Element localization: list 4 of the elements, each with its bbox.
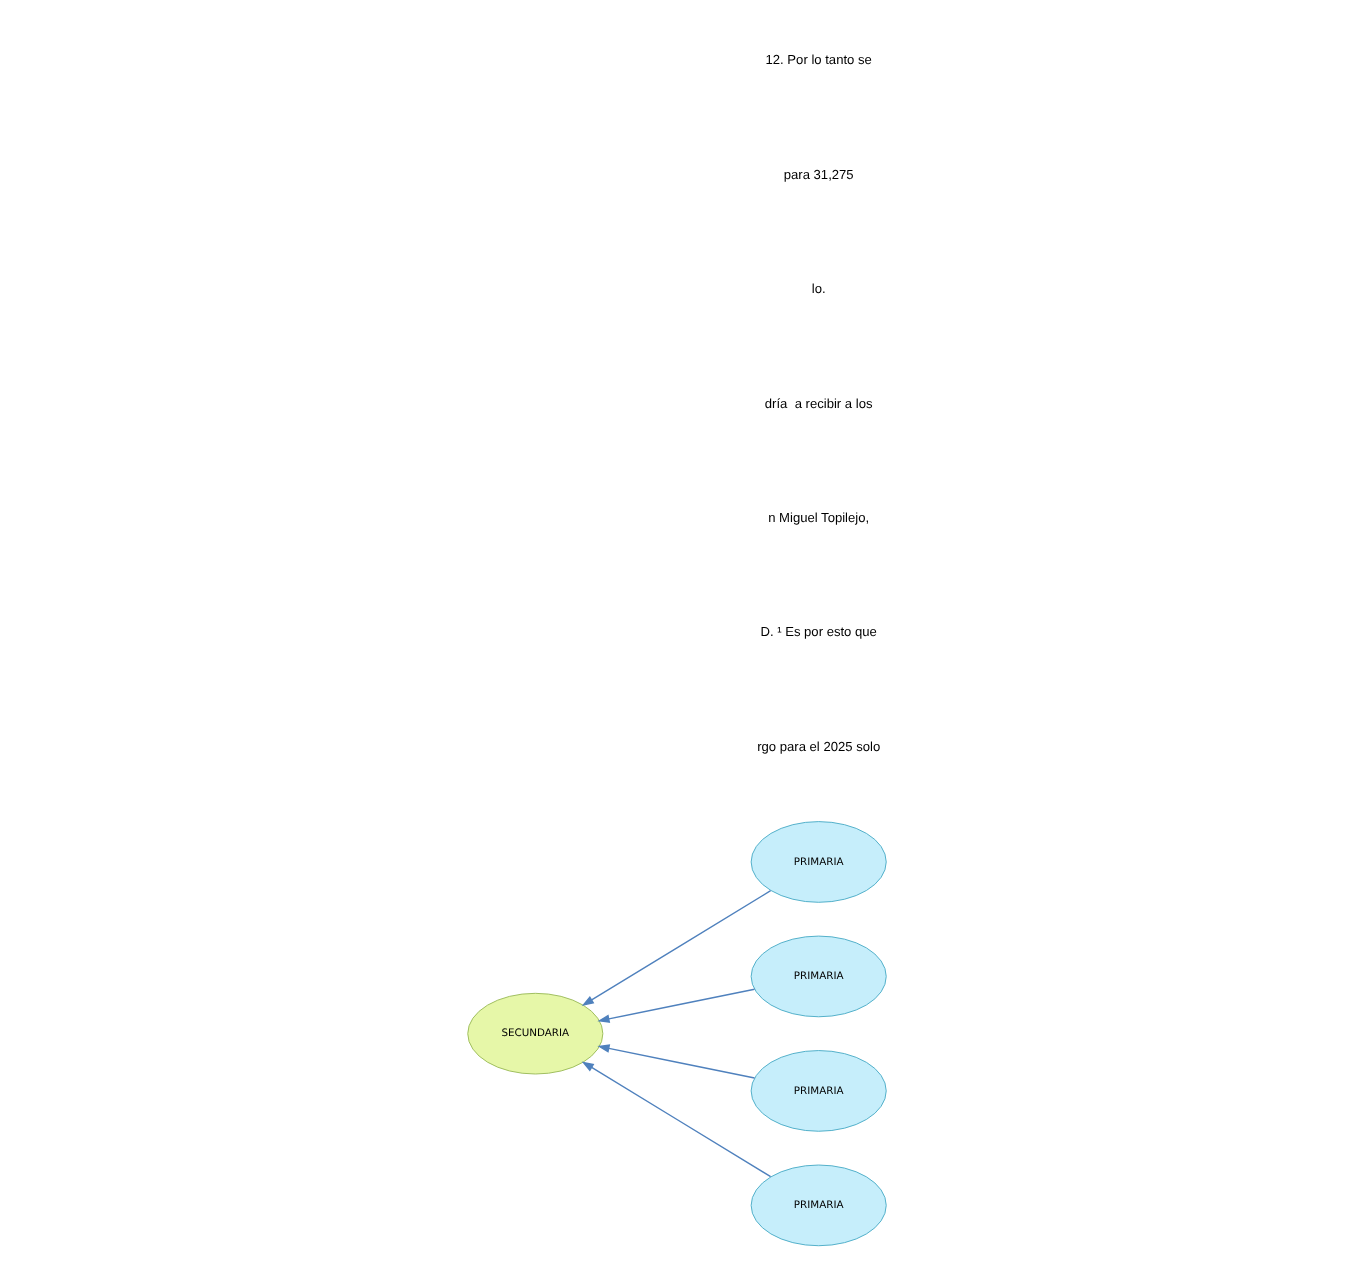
arrow bbox=[581, 1061, 772, 1178]
arrow bbox=[581, 890, 772, 1006]
arrow bbox=[597, 988, 756, 1023]
arrow bbox=[597, 1044, 756, 1079]
